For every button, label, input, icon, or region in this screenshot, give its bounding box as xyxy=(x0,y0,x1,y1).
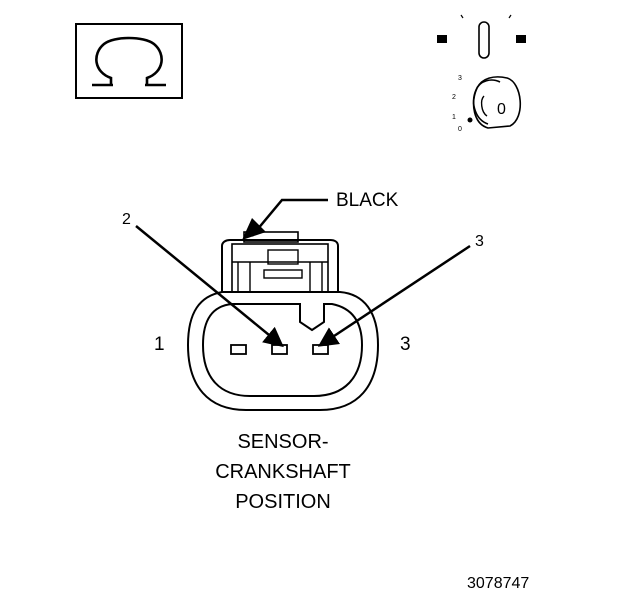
ignition-key-switch-icon: 3 2 1 0 0 xyxy=(437,14,526,133)
pin-number-left: 1 xyxy=(154,334,165,355)
caption-line-2: CRANKSHAFT xyxy=(215,461,351,483)
connector-body xyxy=(186,231,380,411)
indicator-left xyxy=(437,35,447,43)
connector-color-label: BLACK xyxy=(336,190,399,211)
ignition-key-position: 0 xyxy=(497,101,506,118)
caption-line-3: POSITION xyxy=(235,491,331,513)
pin-number-right: 3 xyxy=(400,334,411,355)
ohmmeter-icon xyxy=(75,23,183,99)
figure-id: 3078747 xyxy=(467,575,529,592)
key-slot xyxy=(478,21,490,59)
leader-lines xyxy=(135,198,471,348)
ignition-scale-3: 3 xyxy=(458,75,462,82)
ignition-scale-0: 0 xyxy=(458,126,462,133)
ignition-scale-1: 1 xyxy=(452,114,456,121)
pin-cavity-2 xyxy=(271,344,288,355)
pin-cavity-3 xyxy=(312,344,329,355)
pin-callout-right: 3 xyxy=(475,233,484,250)
pin-callout-left: 2 xyxy=(122,211,131,228)
caption-line-1: SENSOR- xyxy=(237,431,328,453)
ignition-scale-2: 2 xyxy=(452,94,456,101)
indicator-right xyxy=(516,35,526,43)
caption: SENSOR- CRANKSHAFT POSITION xyxy=(215,431,351,513)
pin-cavity-1 xyxy=(230,344,247,355)
